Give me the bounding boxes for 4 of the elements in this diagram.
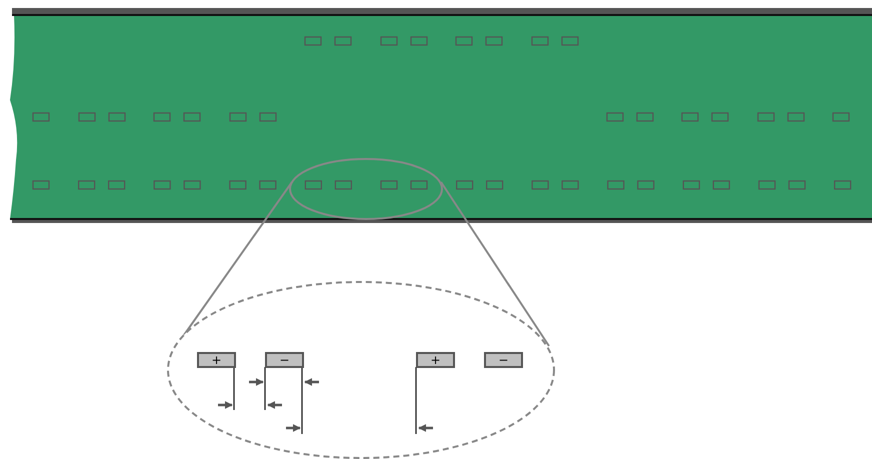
- terminal-pad: +: [416, 352, 455, 368]
- terminal-pad: +: [197, 352, 236, 368]
- terminal-pad: −: [484, 352, 523, 368]
- terminal-pad: −: [265, 352, 304, 368]
